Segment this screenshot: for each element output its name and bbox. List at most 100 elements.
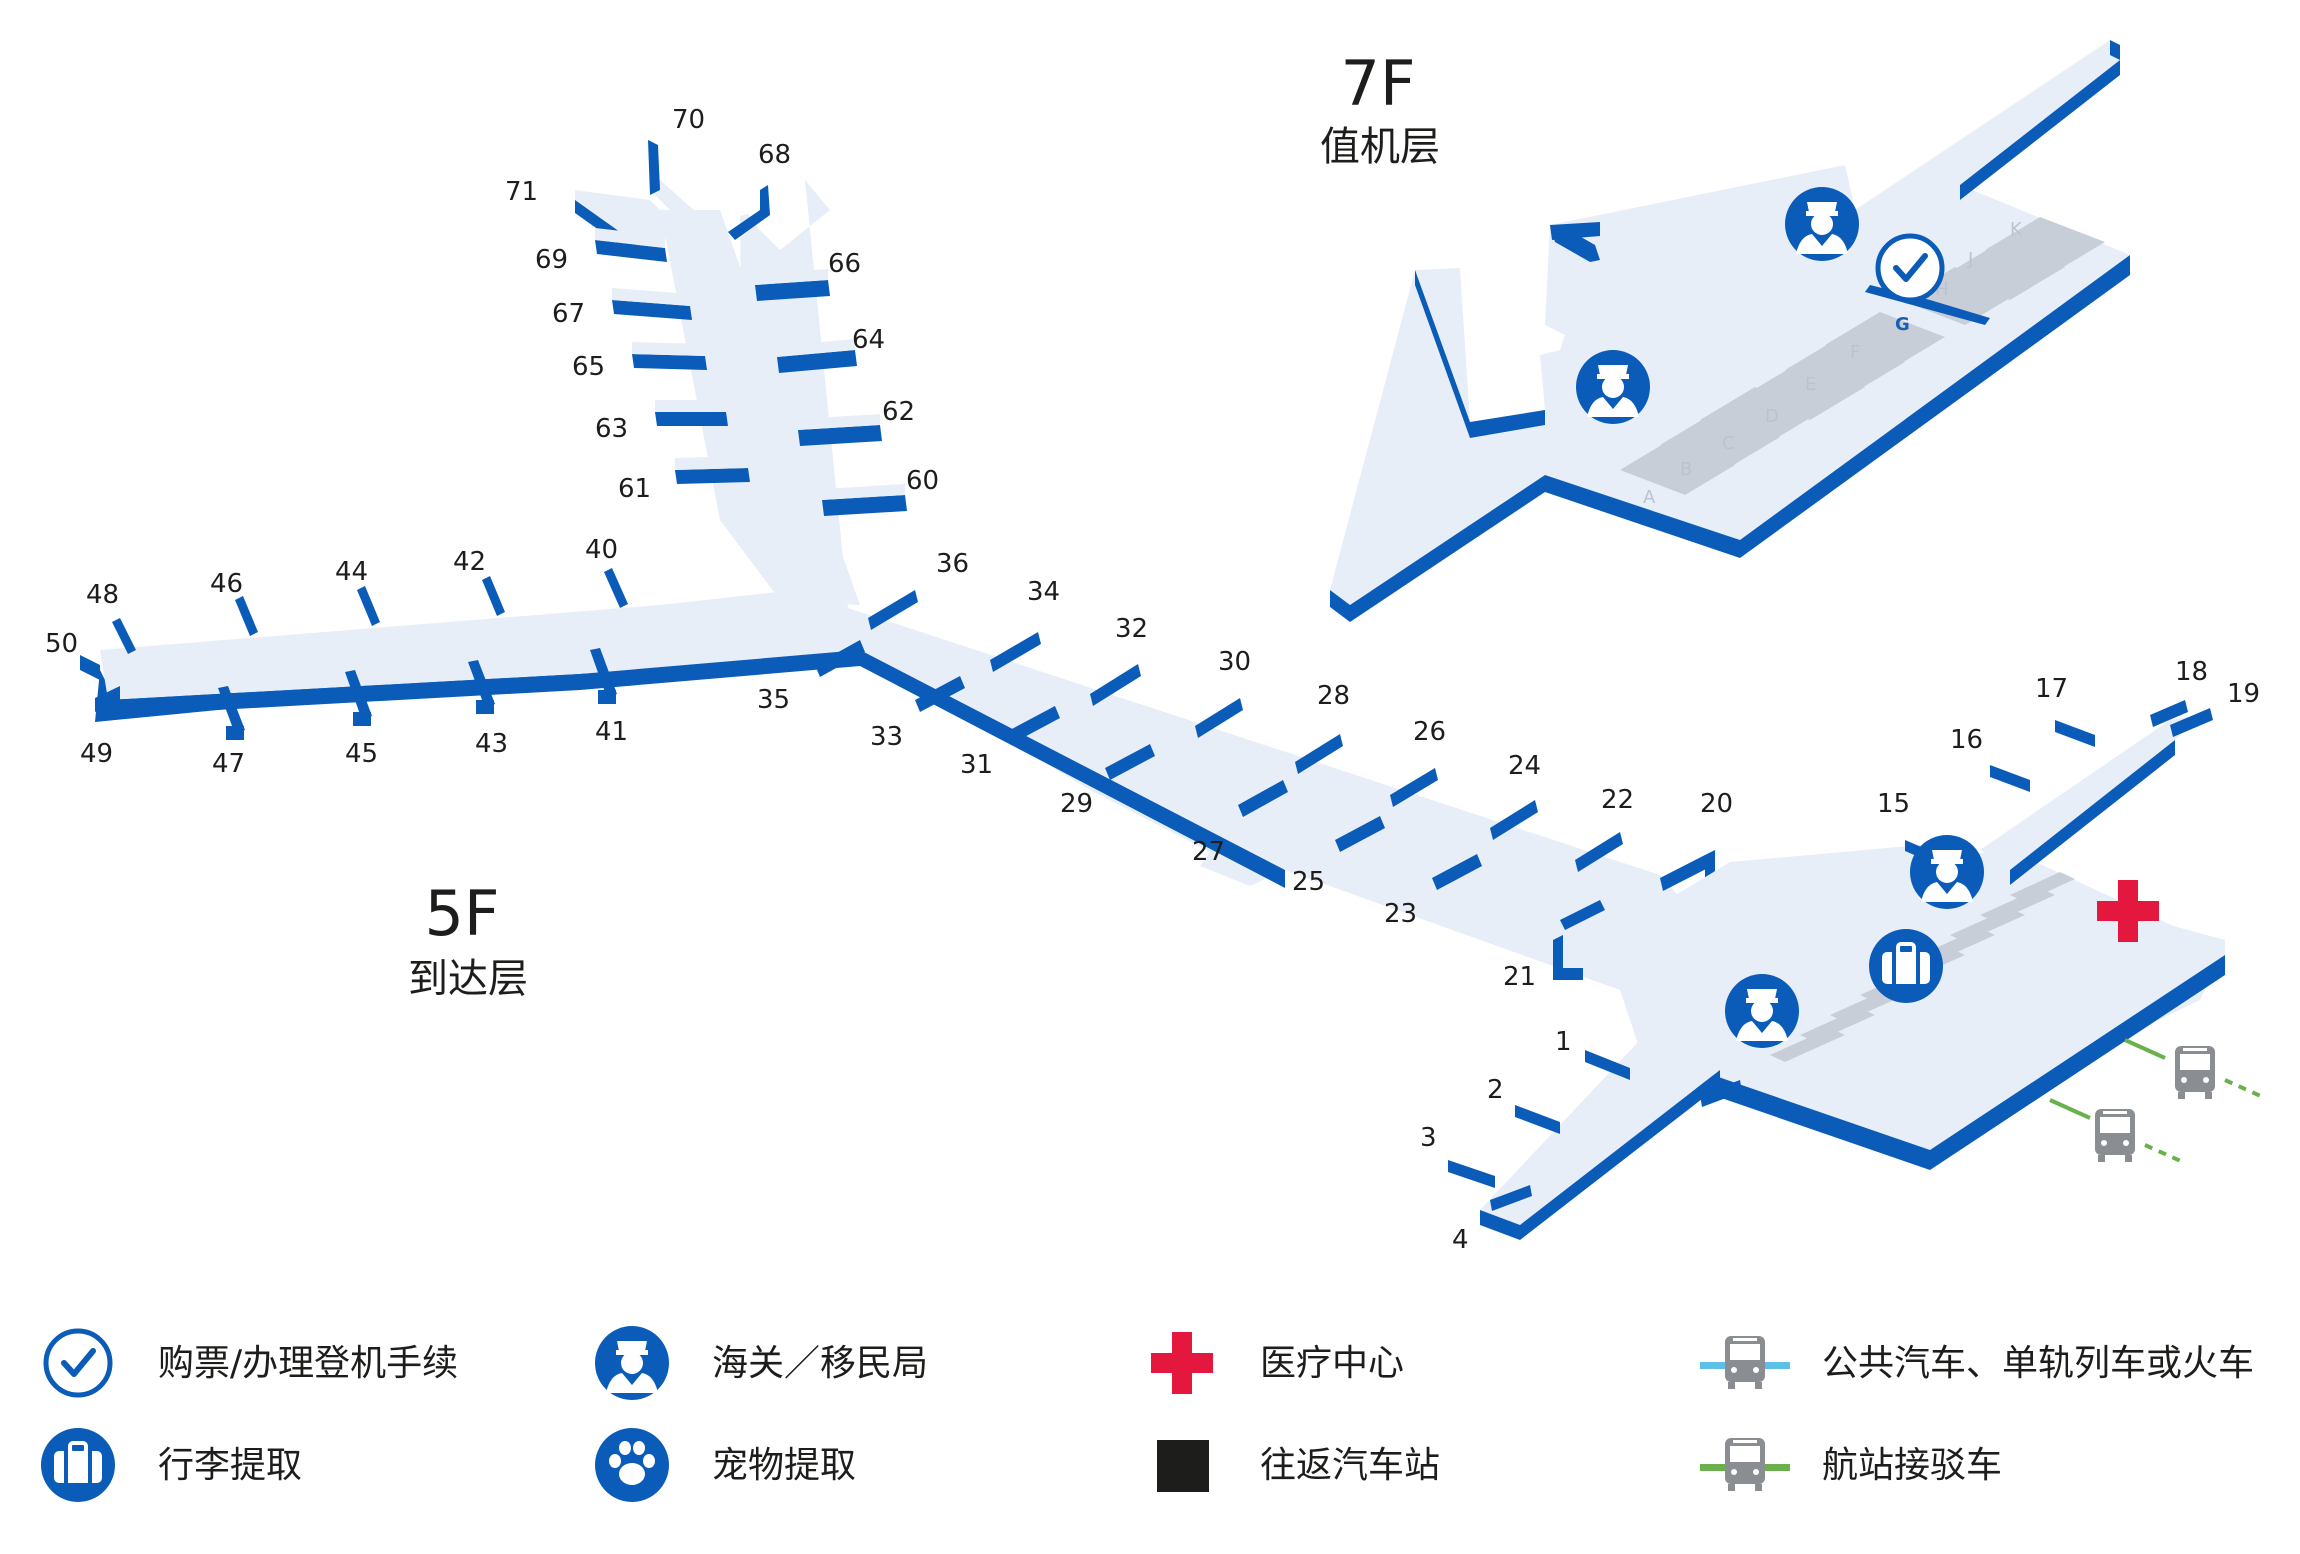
gate-labels-north: 70 71 68 69 66 67 64 65 62 63 60 61 [505, 105, 939, 504]
legend-label-checkin: 购票/办理登机手续 [158, 1343, 458, 1384]
medical-cross-icon [1151, 1332, 1213, 1394]
gate-label: 25 [1292, 867, 1325, 897]
legend-item-customs: 海关／移民局 [595, 1326, 928, 1400]
checkin-row-j: J [1967, 249, 1973, 270]
gate-label: 69 [535, 245, 568, 275]
floor-5f-name: 到达层 [408, 956, 528, 1002]
customs-icon [595, 1326, 669, 1400]
floor-5f-number: 5F [424, 877, 499, 950]
north-pier-right-bridge-tops [755, 269, 905, 500]
legend-label-customs: 海关／移民局 [712, 1343, 928, 1384]
gate-label: 45 [345, 739, 378, 769]
gate-label: 60 [906, 466, 939, 496]
gate-label: 18 [2175, 657, 2208, 687]
gate-label: 46 [210, 569, 243, 599]
gate-label: 34 [1027, 577, 1060, 607]
gate-label: 28 [1317, 681, 1350, 711]
customs-icon[interactable] [1785, 187, 1859, 261]
gate-label: 49 [80, 739, 113, 769]
gate-label: 42 [453, 547, 486, 577]
gate-label: 70 [672, 105, 705, 135]
gate-label: 24 [1508, 751, 1541, 781]
checkin-counters [1620, 217, 2105, 495]
gate-label: 65 [572, 352, 605, 382]
customs-icon[interactable] [1576, 350, 1650, 424]
gate-label: 2 [1487, 1075, 1504, 1105]
gate-labels-west: 50 48 49 46 47 44 45 42 43 40 41 [45, 535, 628, 779]
checkin-row-g: G [1895, 314, 1910, 335]
customs-icon[interactable] [1910, 835, 1984, 909]
legend-label-medical: 医疗中心 [1260, 1343, 1404, 1384]
gate-label: 48 [86, 580, 119, 610]
gate-label: 4 [1452, 1225, 1469, 1255]
gate-label: 30 [1218, 647, 1251, 677]
checkin-row-c: C [1722, 433, 1735, 454]
gate-label: 3 [1420, 1123, 1437, 1153]
legend-label-shuttle-stop: 往返汽车站 [1260, 1445, 1440, 1486]
gate-label: 23 [1384, 899, 1417, 929]
medical-cross-icon[interactable] [2097, 880, 2159, 942]
west-pier-bridges [80, 568, 628, 740]
gate-label: 26 [1413, 717, 1446, 747]
gate-label: 27 [1192, 837, 1225, 867]
gate-label: 33 [870, 722, 903, 752]
gate-label: 36 [936, 549, 969, 579]
checkin-icon[interactable] [1878, 236, 1942, 300]
gate-label: 71 [505, 177, 538, 207]
bus-icon[interactable] [2175, 1046, 2215, 1099]
floor-7f-name: 值机层 [1320, 124, 1440, 170]
gate-labels-center: 36 35 34 33 32 31 30 29 28 27 26 25 24 2… [757, 549, 1733, 992]
gate-label: 67 [552, 299, 585, 329]
baggage-icon[interactable] [1867, 927, 1945, 1005]
gate-label: 21 [1503, 962, 1536, 992]
legend-item-baggage: 行李提取 [39, 1426, 302, 1504]
gate-label: 15 [1877, 789, 1910, 819]
gate-label: 1 [1555, 1027, 1572, 1057]
shuttle-stop-square-icon [1157, 1440, 1209, 1492]
gate-label: 61 [618, 474, 651, 504]
floor-labels: 7F 值机层 5F 到达层 [408, 47, 1440, 1002]
legend-label-pet: 宠物提取 [712, 1445, 856, 1486]
gate-label: 31 [960, 750, 993, 780]
legend-label-public-transit: 公共汽车、单轨列车或火车 [1822, 1343, 2254, 1384]
airport-shuttle-bus-icon [1700, 1438, 1790, 1491]
legend-item-airport-shuttle: 航站接驳车 [1700, 1438, 2002, 1491]
floor-7f-structure [1330, 40, 2130, 622]
gate-label: 35 [757, 685, 790, 715]
gate-label: 32 [1115, 614, 1148, 644]
checkin-row-e: E [1805, 374, 1816, 395]
gate-label: 22 [1601, 785, 1634, 815]
legend-item-pet: 宠物提取 [595, 1428, 856, 1502]
legend: 购票/办理登机手续 海关／移民局 医疗中心 公共汽车、单轨列车或火车 行李提取 [39, 1326, 2254, 1504]
gate-label: 19 [2227, 679, 2260, 709]
checkin-row-labels: A B C D E F G H J K [1643, 219, 2023, 508]
floor-7f-number: 7F [1340, 47, 1415, 120]
north-pier-left-bridge-tops [595, 228, 748, 470]
checkin-row-a: A [1643, 487, 1656, 508]
north-pier-left-bridges [595, 240, 750, 484]
gate-label: 20 [1700, 789, 1733, 819]
gate-label: 50 [45, 629, 78, 659]
gate-label: 16 [1950, 725, 1983, 755]
gate-label: 62 [882, 397, 915, 427]
gate-label: 17 [2035, 674, 2068, 704]
map-icons [1576, 187, 2266, 1165]
checkin-icon [46, 1331, 110, 1395]
bus-icon[interactable] [2095, 1109, 2135, 1162]
checkin-row-d: D [1765, 406, 1779, 427]
public-transit-bus-icon [1700, 1336, 1790, 1389]
customs-icon[interactable] [1725, 974, 1799, 1048]
gate-label: 44 [335, 557, 368, 587]
north-pier-right-bridges [755, 280, 907, 516]
gate-label: 40 [585, 535, 618, 565]
airport-shuttle-route [2049, 1038, 2266, 1165]
gate-label: 29 [1060, 789, 1093, 819]
gate-label: 63 [595, 414, 628, 444]
legend-item-shuttle-stop: 往返汽车站 [1157, 1440, 1440, 1492]
checkin-row-b: B [1680, 459, 1692, 480]
legend-item-medical: 医疗中心 [1151, 1332, 1404, 1394]
checkin-row-f: F [1850, 342, 1860, 363]
legend-label-airport-shuttle: 航站接驳车 [1822, 1445, 2002, 1486]
legend-item-public-transit: 公共汽车、单轨列车或火车 [1700, 1336, 2254, 1389]
